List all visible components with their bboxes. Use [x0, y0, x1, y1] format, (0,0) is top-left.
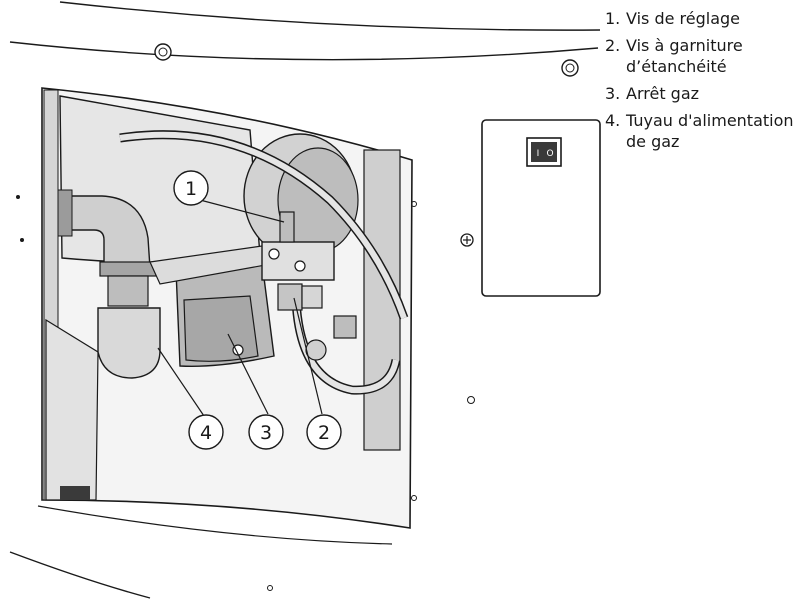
legend-item-3: 3. Arrêt gaz [605, 83, 805, 104]
fitting-connector [333, 315, 357, 339]
cabinet-bottom-arc [9, 551, 151, 599]
control-panel [481, 119, 601, 297]
pipe-thread-section [107, 275, 149, 307]
mount-hole [411, 495, 417, 501]
leader-4 [157, 347, 205, 417]
left-bracket [45, 318, 99, 501]
legend-item-2: 2. Vis à garniture d’étanchéité [605, 35, 805, 77]
bolt-right [561, 59, 579, 77]
panel-screw [460, 233, 474, 247]
power-switch: I O [526, 137, 562, 167]
legend-text: Tuyau d'alimentation de gaz [626, 111, 794, 151]
mount-hole [467, 396, 475, 404]
gas-valve-face [183, 295, 259, 362]
callout-4: 4 [188, 414, 224, 450]
legend-text: Vis de réglage [626, 9, 741, 28]
leader-2 [293, 297, 323, 415]
legend: 1. Vis de réglage 2. Vis à garniture d’é… [605, 8, 805, 158]
bracket-slot [60, 486, 90, 500]
legend-number: 1. [605, 9, 621, 28]
bolt-left [154, 43, 172, 61]
callout-2: 2 [306, 414, 342, 450]
legend-number: 3. [605, 84, 621, 103]
cabinet-bottom-arc-2 [37, 505, 393, 545]
pipe-nut [99, 261, 157, 277]
hose-lower-fill [293, 299, 399, 394]
legend-text: Arrêt gaz [626, 84, 700, 103]
mount-hole [267, 585, 273, 591]
callout-3: 3 [248, 414, 284, 450]
mount-hole [411, 201, 417, 207]
callout-1: 1 [173, 170, 209, 206]
legend-text: Vis à garniture d’étanchéité [626, 36, 743, 76]
leader-3 [227, 333, 269, 415]
cabinet-top-arc [59, 1, 601, 31]
sealing-screw-fitting-b [301, 285, 323, 309]
mount-hole [16, 195, 20, 199]
svg-text:O: O [546, 149, 553, 159]
legend-number: 4. [605, 111, 621, 130]
leader-1 [199, 199, 285, 223]
svg-text:I: I [537, 149, 540, 159]
adjustment-screw-b [294, 260, 306, 272]
legend-item-1: 1. Vis de réglage [605, 8, 805, 29]
adjustment-screw-1 [279, 211, 295, 243]
svg-text:3: 3 [260, 422, 272, 444]
svg-text:2: 2 [318, 422, 330, 444]
pipe-inlet-thread [57, 189, 73, 237]
pipe-lower-elbow [97, 307, 161, 379]
mount-hole [20, 238, 24, 242]
legend-number: 2. [605, 36, 621, 55]
cabinet-top-arc-inner [9, 41, 599, 61]
svg-text:4: 4 [200, 422, 212, 444]
sealing-screw-fitting [277, 283, 303, 311]
fitting-nut [305, 339, 327, 361]
hose-upper-fill [119, 131, 407, 319]
adjustment-screw-a [268, 248, 280, 260]
svg-text:1: 1 [185, 178, 197, 200]
legend-item-4: 4. Tuyau d'alimentation de gaz [605, 110, 805, 152]
